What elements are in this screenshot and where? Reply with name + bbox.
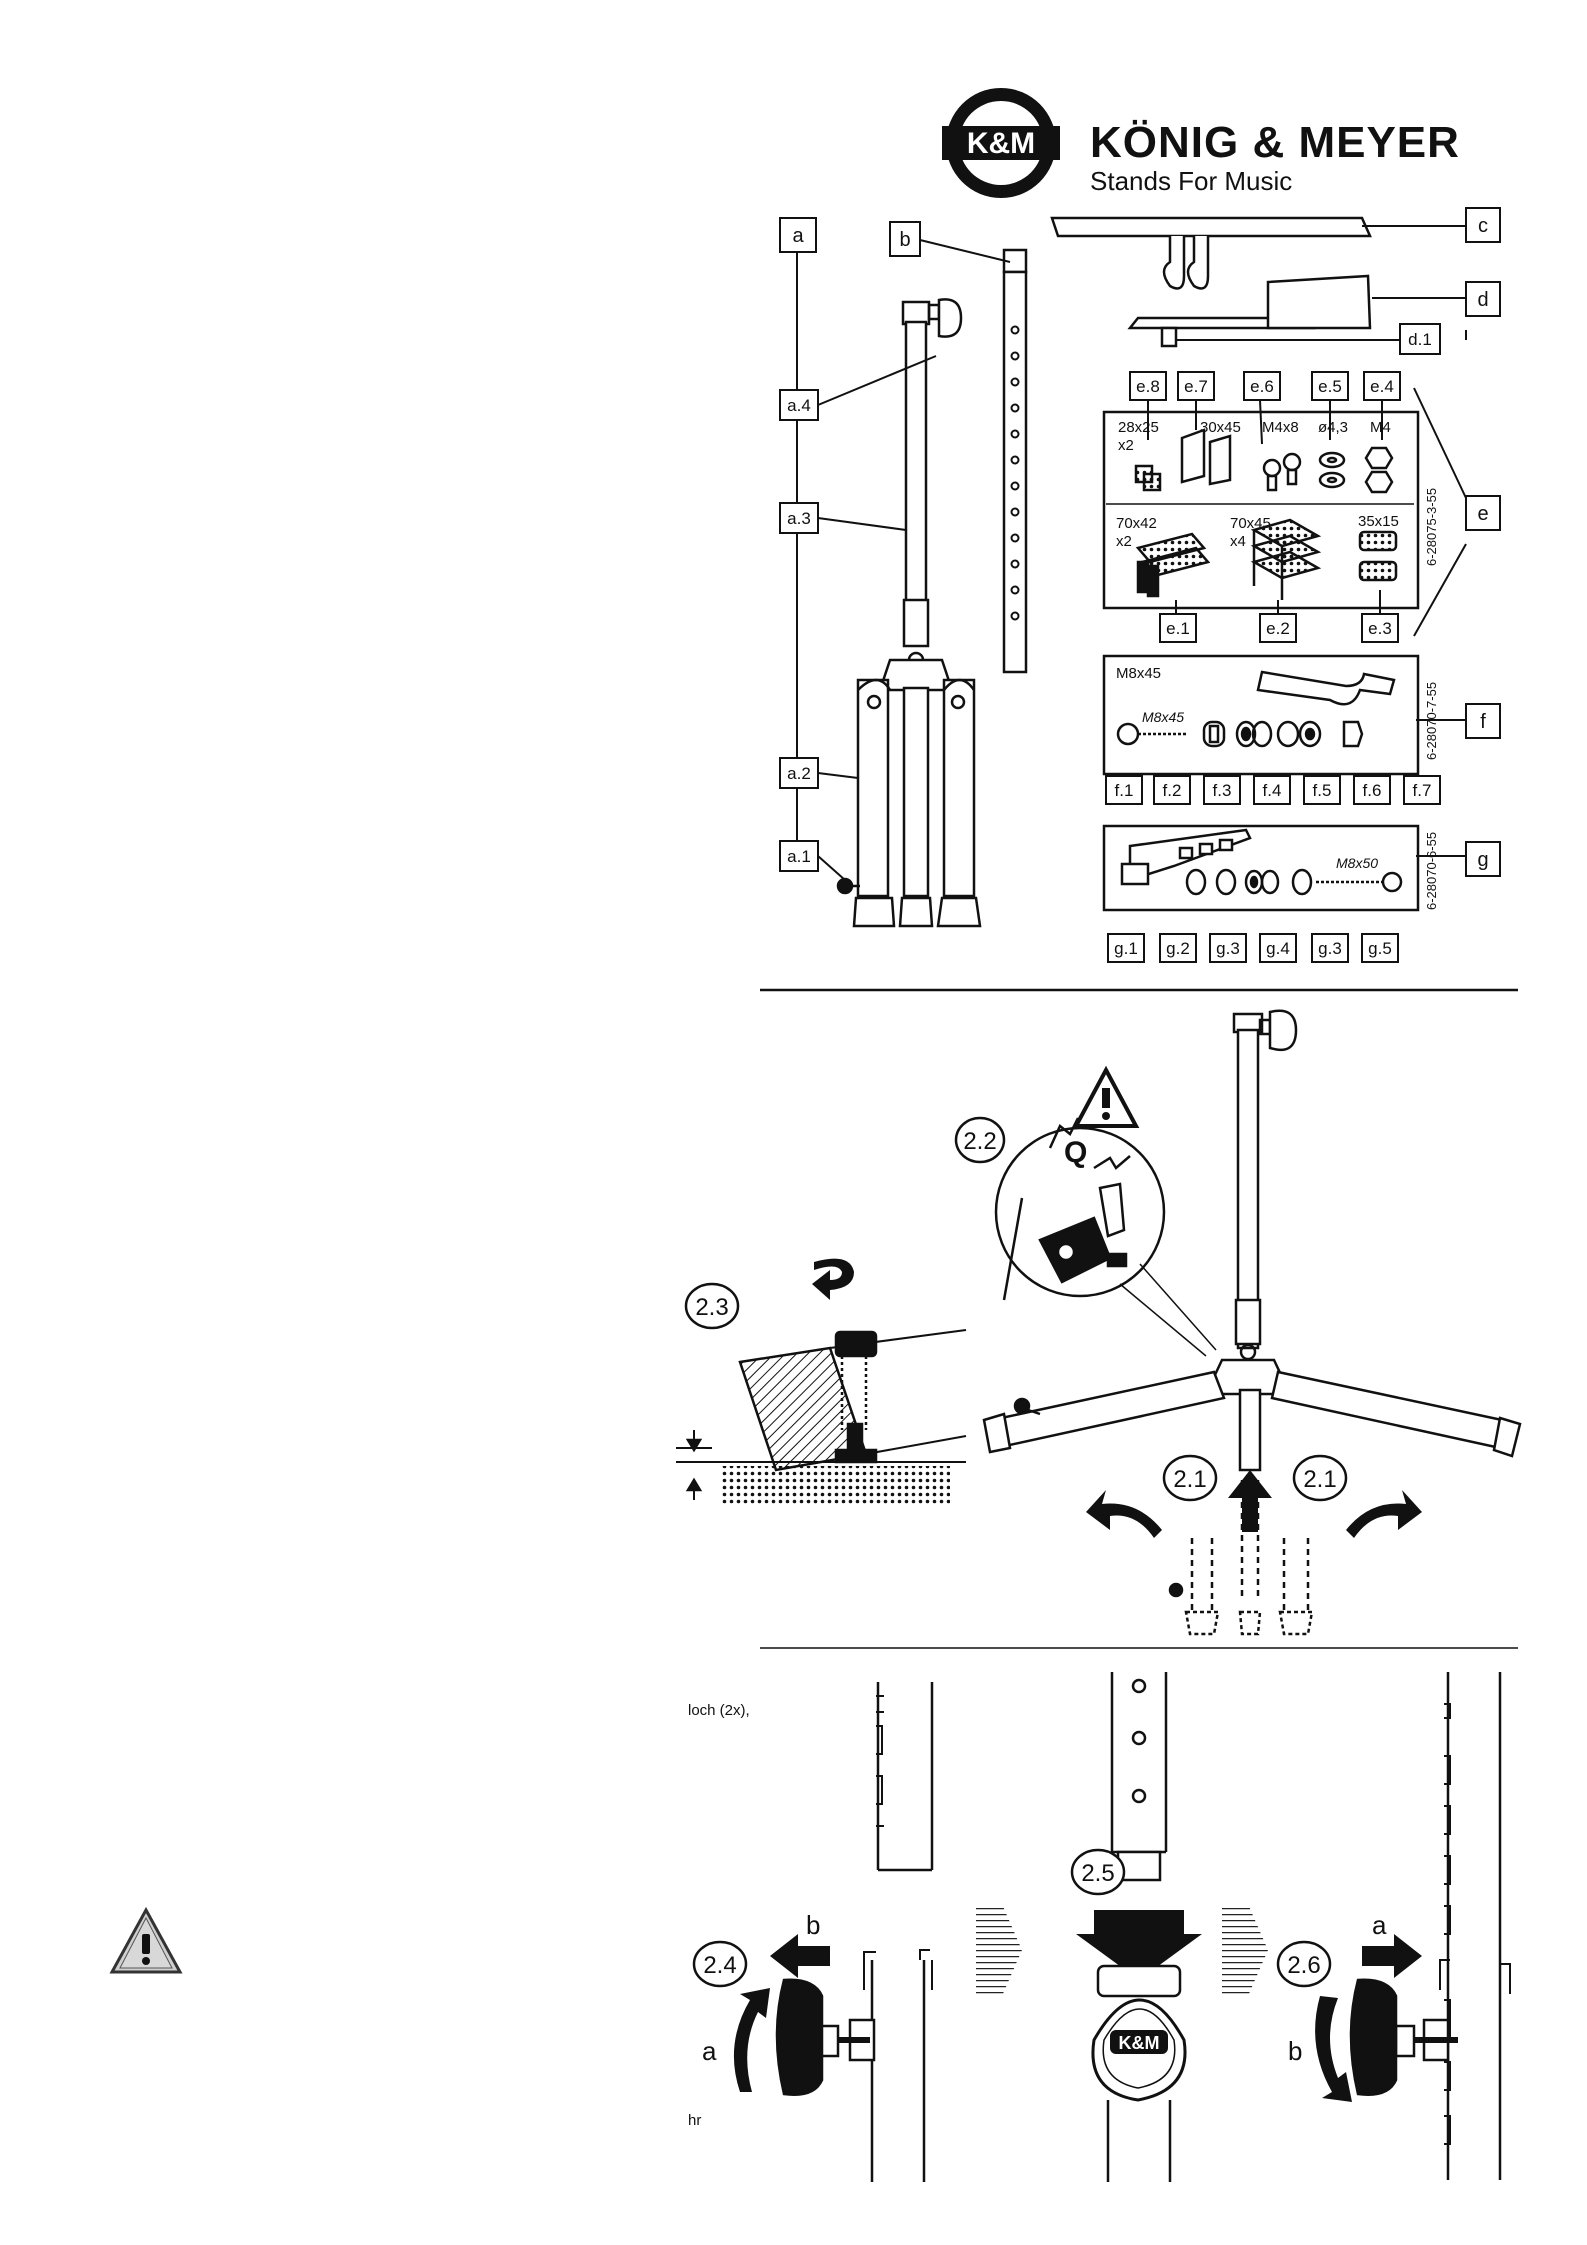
label-g5: g.5 [1368,939,1392,958]
label-a1: a.1 [787,847,811,866]
step-extend-labels: 2.4 2.5 2.6 b a a b [702,1860,1387,2066]
step-2-5: 2.5 [1081,1860,1114,1887]
arrow-a-left: a [702,2036,717,2066]
dim-e6: M4x8 [1262,419,1299,436]
step-2-6: 2.6 [1287,1952,1320,1979]
label-e: e [1477,503,1488,525]
dim-e8: 28x25 [1118,419,1159,436]
label-a2: a.2 [787,764,811,783]
step-extend: K&M [692,1672,1511,2182]
dim-e5: ø4,3 [1318,419,1348,436]
partno-e: 6-28075-3-55 [1424,488,1439,566]
label-f6: f.6 [1363,781,1382,800]
label-e7: e.7 [1184,377,1208,396]
label-f1: f.1 [1115,781,1134,800]
dim-e3: 35x15 [1358,513,1399,530]
qty-e8: x2 [1118,437,1134,454]
step-2-1-left: 2.1 [1173,1466,1206,1493]
label-g3: g.3 [1216,939,1240,958]
label-f2: f.2 [1163,781,1182,800]
label-e1: e.1 [1166,619,1190,638]
dim-e4: M4 [1370,419,1391,436]
step-2-3: 2.3 [695,1294,728,1321]
label-e6: e.6 [1250,377,1274,396]
kit-g-bolt: M8x50 [1336,855,1378,871]
label-e2: e.2 [1266,619,1290,638]
qty-e1: x2 [1116,533,1132,550]
label-f5: f.5 [1313,781,1332,800]
label-d: d [1477,289,1488,311]
label-g2: g.2 [1166,939,1190,958]
label-g4: g.4 [1266,939,1290,958]
step-2-2: 2.2 [963,1128,996,1155]
label-e5: e.5 [1318,377,1342,396]
dim-e7: 30x45 [1200,419,1241,436]
part-labels: a a.4 a.3 a.2 a.1 b c d d.1 e f g e.8 e.… [779,207,1501,963]
label-e8: e.8 [1136,377,1160,396]
kit-f-title: M8x45 [1116,665,1161,682]
label-b: b [899,229,910,251]
km-logo-icon: K&M [942,88,1060,198]
side-text-1: loch (2x), [688,1702,750,1719]
parts-overview [760,216,1518,1649]
partno-f: 6-28070-7-55 [1424,682,1439,760]
step-unfold [676,1009,1522,1636]
label-f7: f.7 [1413,781,1432,800]
brand-name: KÖNIG & MEYER [1090,118,1460,167]
dim-e1: 70x42 [1116,515,1157,532]
label-g1: g.1 [1114,939,1138,958]
label-f3: f.3 [1213,781,1232,800]
arrow-b-right: b [1288,2036,1302,2066]
label-a: a [792,225,804,247]
warning-icon [109,1906,183,1974]
label-f4: f.4 [1263,781,1282,800]
logo-text: K&M [967,127,1035,160]
arrow-a-right: a [1372,1910,1387,1940]
label-a4: a.4 [787,396,811,415]
label-d1: d.1 [1408,330,1432,349]
step-2-1-right: 2.1 [1303,1466,1336,1493]
label-g: g [1477,849,1488,871]
side-text-2: hr [688,2112,702,2129]
pinch-q-label: Q [1064,1136,1087,1169]
partno-g: 6-28070-6-55 [1424,832,1439,910]
step-2-4: 2.4 [703,1952,736,1979]
label-e4: e.4 [1370,377,1394,396]
label-f: f [1480,711,1486,733]
label-a3: a.3 [787,509,811,528]
arrow-b-left: b [806,1910,820,1940]
dim-e2: 70x45 [1230,515,1271,532]
step-unfold-labels: 2.1 2.1 2.2 2.3 Q [695,1128,1336,1493]
label-e3: e.3 [1368,619,1392,638]
kit-f-bolt: M8x45 [1142,709,1184,725]
label-c: c [1478,215,1488,237]
knob-logo-text: K&M [1119,2033,1160,2053]
brand-tagline: Stands For Music [1090,166,1293,196]
label-g3-b: g.3 [1318,939,1342,958]
qty-e2: x4 [1230,533,1246,550]
